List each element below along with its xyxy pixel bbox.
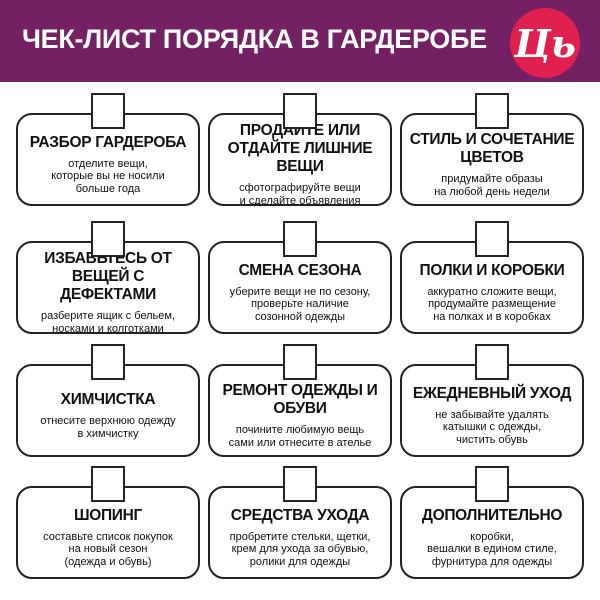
brand-logo-icon: Ць (510, 8, 580, 78)
checklist-card: ЕЖЕДНЕВНЫЙ УХОД не забывайте удалять каты… (400, 364, 584, 457)
card-title: СРЕДСТВА УХОДА (230, 506, 370, 524)
card-description: коробки, вешалки в едином стиле, фурниту… (427, 530, 557, 568)
checkbox[interactable] (283, 344, 317, 380)
card-title: ХИМЧИСТКА (60, 391, 156, 408)
card-title: ПРОДАЙТЕ ИЛИ ОТДАЙТЕ ЛИШНИЕ ВЕЩИ (227, 122, 373, 175)
card-description: придумайте образы на любой день недели (434, 173, 550, 198)
card-description: не забывайте удалять катышки с одежды, ч… (435, 408, 549, 446)
checklist-card: СТИЛЬ И СОЧЕТАНИЕ ЦВЕТОВ придумайте образ… (400, 113, 584, 206)
card-description: уберите вещи не по сезону, проверьте нал… (229, 285, 371, 323)
checkbox[interactable] (91, 221, 125, 257)
card-title: СМЕНА СЕЗОНА (238, 261, 362, 279)
card-description: почините любимую вещь сами или отнесите … (228, 424, 372, 449)
card-description: аккуратно сложите вещи, продумайте разме… (427, 285, 557, 323)
card-title: РАЗБОР ГАРДЕРОБА (29, 133, 187, 151)
checkbox[interactable] (475, 344, 509, 380)
checkbox[interactable] (283, 93, 317, 129)
card-description: сфотографируйте вещи и сделайте объявлен… (239, 182, 361, 207)
svg-text:Ць: Ць (513, 21, 576, 66)
checklist-card: ДОПОЛНИТЕЛЬНО коробки, вешалки в едином с… (400, 486, 584, 579)
card-title: ИЗБАВЬТЕСЬ ОТ ВЕЩЕЙ С ДЕФЕКТАМИ (44, 250, 172, 303)
card-description: отнесите верхнюю одежду в химчистку (40, 415, 176, 440)
card-title: ШОПИНГ (73, 506, 143, 524)
checklist-card: ХИМЧИСТКА отнесите верхнюю одежду в химчи… (16, 364, 200, 457)
checkbox[interactable] (91, 93, 125, 129)
header-banner: ЧЕК-ЛИСТ ПОРЯДКА В ГАРДЕРОБЕ Ць (0, 0, 600, 82)
checkbox[interactable] (475, 93, 509, 129)
checklist-card: РАЗБОР ГАРДЕРОБА отделите вещи, которые в… (16, 113, 200, 206)
checkbox[interactable] (91, 344, 125, 380)
card-description: разберите ящик с бельем, носками и колго… (40, 310, 176, 335)
card-title: СТИЛЬ И СОЧЕТАНИЕ ЦВЕТОВ (409, 131, 575, 166)
card-title: ДОПОЛНИТЕЛЬНО (421, 506, 563, 524)
checkbox[interactable] (475, 466, 509, 502)
page-title: ЧЕК-ЛИСТ ПОРЯДКА В ГАРДЕРОБЕ (22, 24, 487, 54)
checkbox[interactable] (283, 466, 317, 502)
checkbox[interactable] (283, 221, 317, 257)
card-description: пробретите стельки, щетки, крем для уход… (229, 530, 371, 568)
checklist-card: ШОПИНГ составьте список покупок на новый … (16, 486, 200, 579)
card-title: ЕЖЕДНЕВНЫЙ УХОД (412, 384, 572, 402)
card-description: составьте список покупок на новый сезон … (43, 530, 173, 568)
card-title: ПОЛКИ И КОРОБКИ (419, 261, 565, 279)
checkbox[interactable] (91, 466, 125, 502)
card-title: РЕМОНТ ОДЕЖДЫ И ОБУВИ (222, 382, 378, 417)
card-description: отделите вещи, которые вы не носили боль… (51, 157, 165, 195)
checkbox[interactable] (475, 221, 509, 257)
checklist-card: ПРОДАЙТЕ ИЛИ ОТДАЙТЕ ЛИШНИЕ ВЕЩИ сфотогра… (208, 113, 392, 207)
